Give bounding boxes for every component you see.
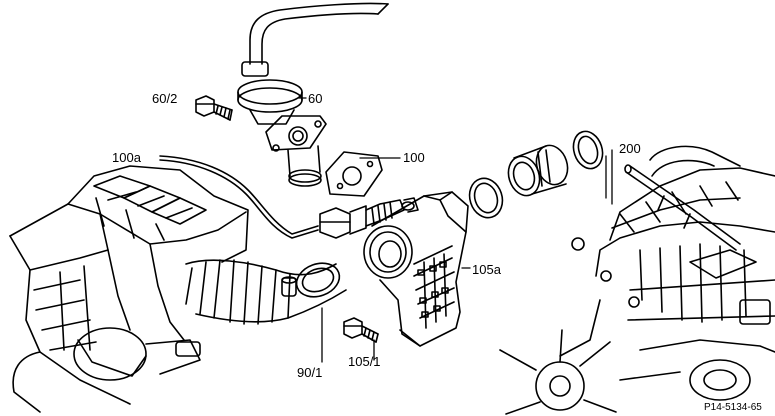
pipe-200 <box>624 164 741 251</box>
label-105a: 105a <box>472 262 501 277</box>
label-90-1: 90/1 <box>297 365 323 380</box>
label-60-2: 60/2 <box>152 91 178 106</box>
sensor-wire-100a <box>159 155 319 239</box>
engine-block <box>499 145 775 415</box>
label-105-1: 105/1 <box>348 354 381 369</box>
egr-valve-60 <box>237 61 327 187</box>
label-200: 200 <box>619 141 641 156</box>
intake-housing-105a <box>363 191 469 347</box>
seal-ring-1 <box>468 177 504 219</box>
corrugated-hose-90-1 <box>185 259 347 325</box>
figure-reference: P14-5134-65 <box>704 402 762 413</box>
air-filter-housing <box>9 165 249 413</box>
bolt-105-1 <box>343 317 379 343</box>
intake-sleeve <box>507 144 569 197</box>
leader-lines <box>297 97 613 363</box>
bolt-60-2 <box>195 95 233 121</box>
label-100: 100 <box>403 150 425 165</box>
label-60: 60 <box>308 91 323 106</box>
gasket <box>325 151 383 197</box>
label-100a: 100a <box>112 150 141 165</box>
vacuum-hose <box>249 2 389 65</box>
seal-ring-2 <box>572 130 604 170</box>
